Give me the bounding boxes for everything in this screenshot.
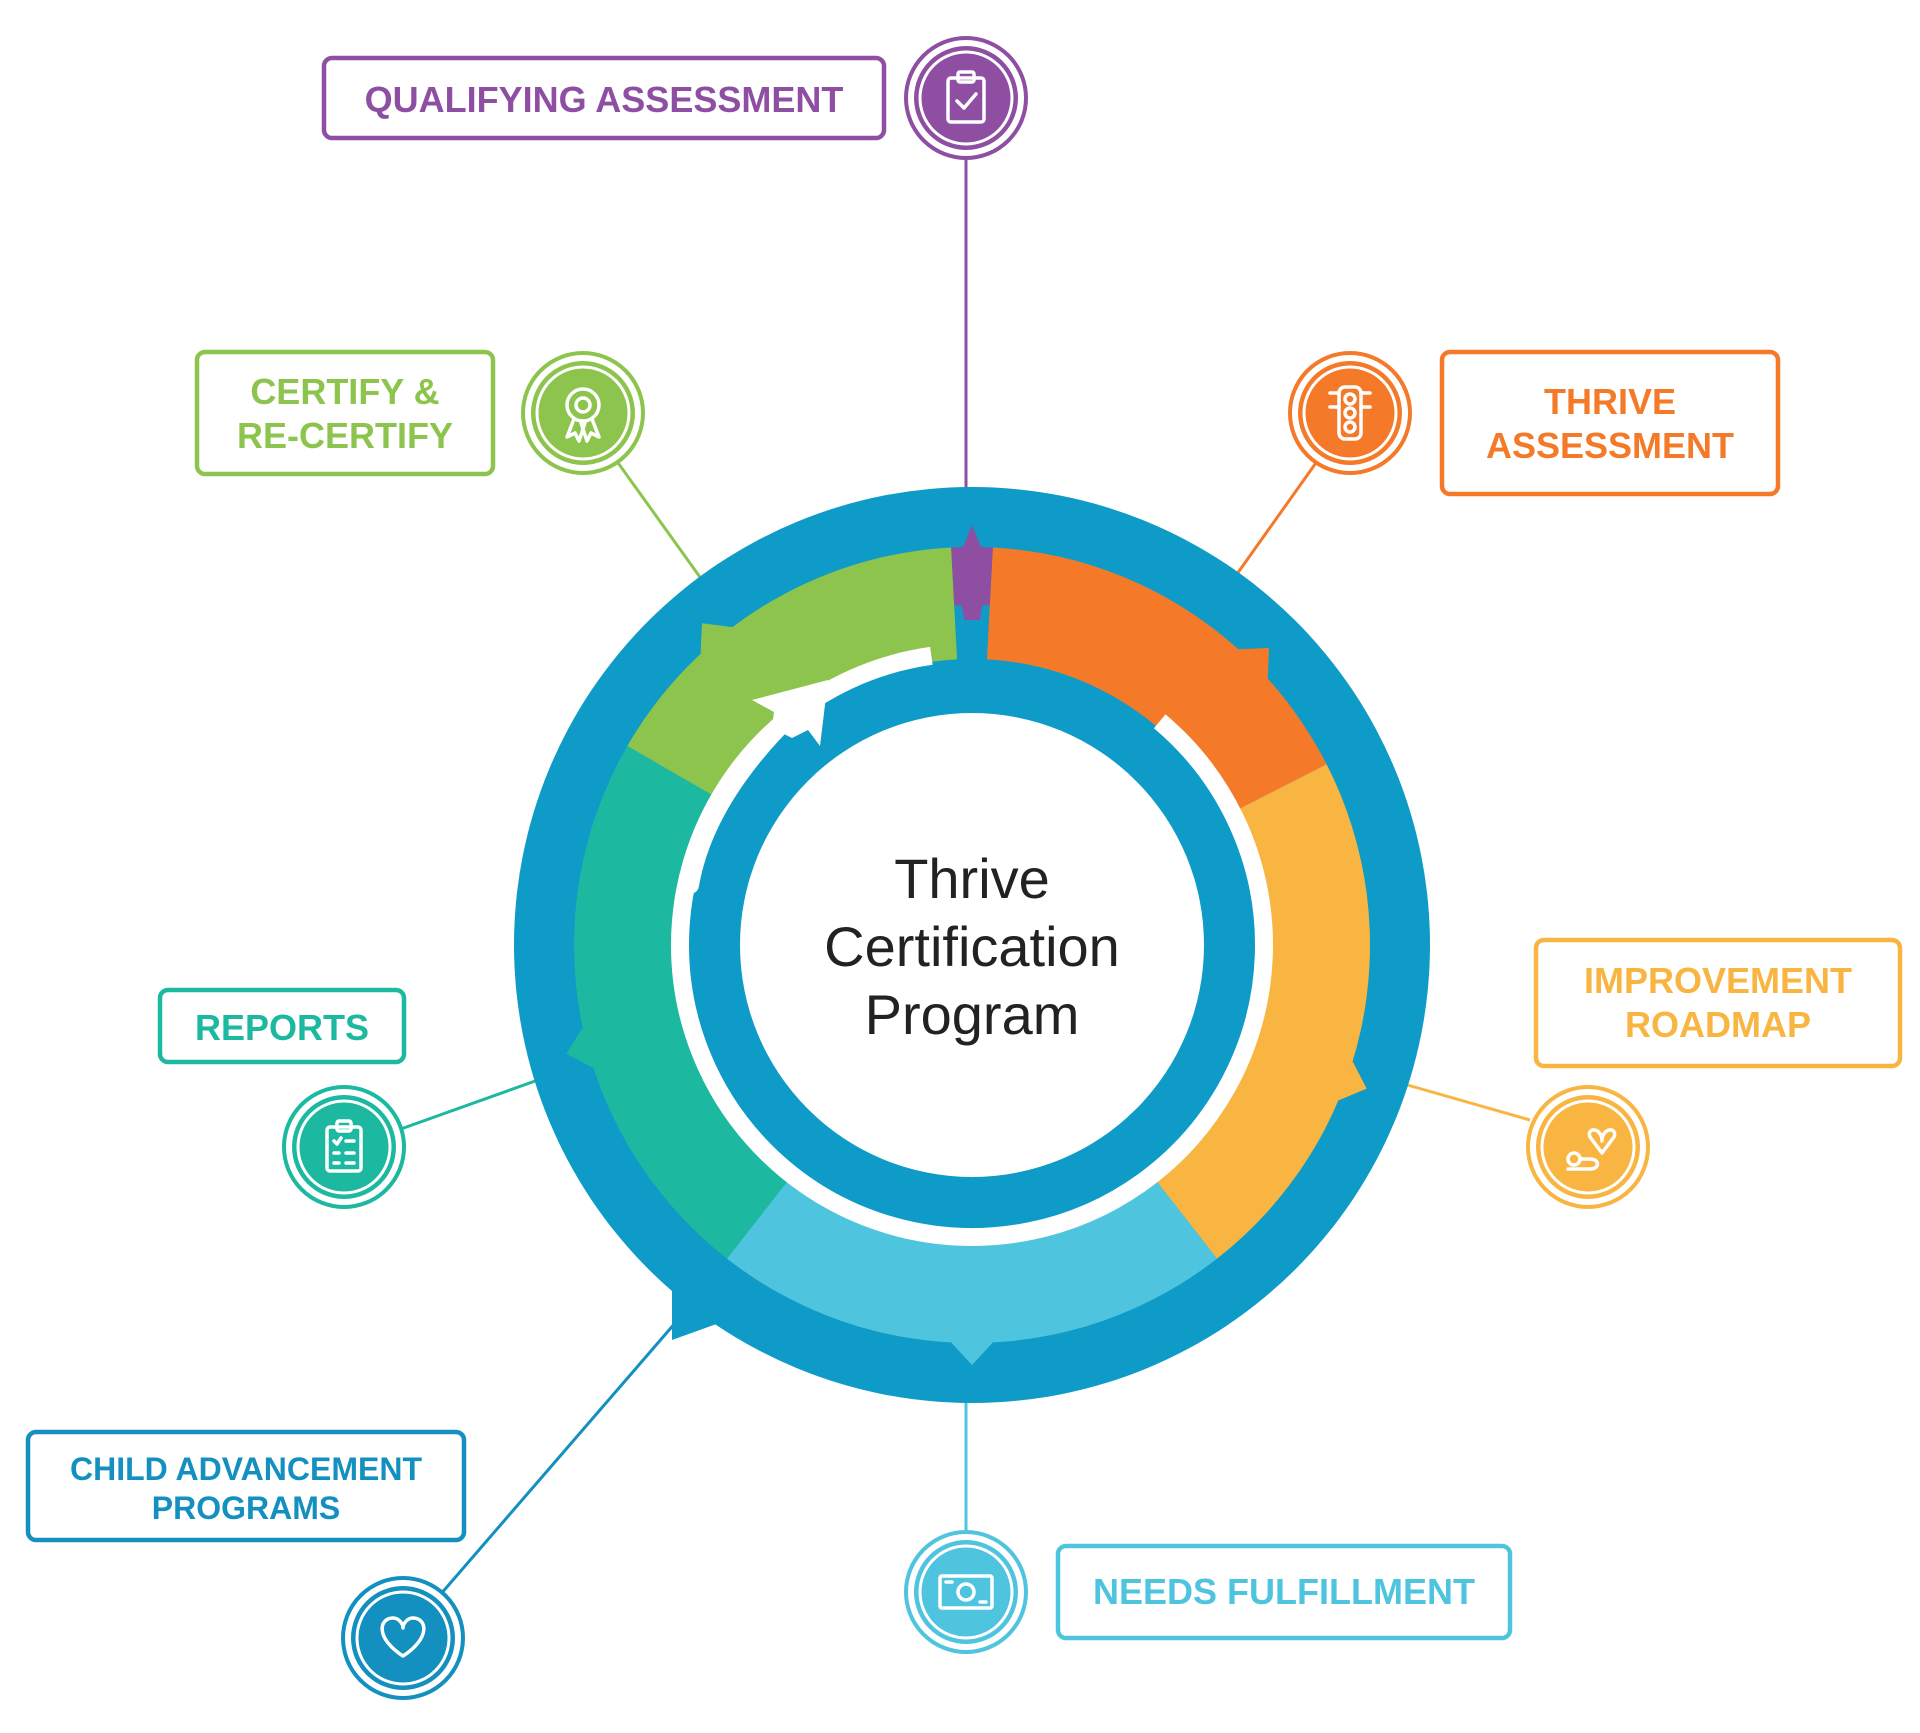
checklist-icon	[325, 1119, 363, 1173]
thrive-assessment-node	[1298, 361, 1402, 465]
center-title: Thrive Certification Program	[824, 847, 1120, 1046]
qualifying-assessment-node-inner-ring	[918, 50, 1014, 146]
cycle-ring	[514, 487, 1430, 1403]
connector-lines	[397, 150, 1531, 1596]
traffic-light-icon	[1328, 385, 1372, 441]
certify-re-certify-label-line-1: CERTIFY &	[250, 371, 439, 412]
child-advancement-programs-label-line-1: CHILD ADVANCEMENT	[70, 1451, 422, 1487]
reports-node	[292, 1095, 396, 1199]
child-advancement-programs-label-line-2: PROGRAMS	[152, 1490, 340, 1526]
certify-re-certify-group: CERTIFY &RE-CERTIFY	[194, 349, 645, 477]
needs-fulfillment-label-box	[1055, 1543, 1513, 1641]
improvement-roadmap-label-box	[1533, 937, 1903, 1069]
segment-tick	[1238, 648, 1269, 679]
needs-fulfillment-node	[914, 1540, 1018, 1644]
money-icon	[938, 1574, 994, 1610]
route-icon	[1566, 1128, 1617, 1171]
center-disk	[740, 713, 1204, 1177]
segment-certify	[627, 547, 958, 802]
needs-fulfillment-label-line-1: NEEDS FULFILLMENT	[1093, 1571, 1475, 1612]
segment-tick	[1338, 1061, 1367, 1101]
reports-node-inner-ring	[296, 1099, 392, 1195]
segment-tick	[566, 1027, 594, 1068]
thrive-assessment-label-line-2: ASSESSMENT	[1486, 425, 1734, 466]
reports-group: REPORTS	[157, 987, 407, 1209]
qualifying-pointer	[956, 525, 988, 620]
needs-fulfillment-group: NEEDS FULFILLMENT	[904, 1530, 1513, 1654]
certify-re-certify-node-inner-ring	[535, 365, 631, 461]
qualifying-assessment-label-box	[321, 55, 887, 141]
thrive-assessment-label-line-1: THRIVE	[1544, 381, 1676, 422]
qualifying-assessment-label-line-1: QUALIFYING ASSESSMENT	[365, 79, 844, 120]
improvement-roadmap-node-inner-ring	[1540, 1099, 1636, 1195]
clipboard-check-icon	[946, 70, 986, 124]
child-advancement-programs-node-inner-ring	[355, 1590, 451, 1686]
center-title-line-3: Program	[865, 983, 1080, 1046]
thrive-assessment-node-inner-ring	[1302, 365, 1398, 461]
cycle-arrow-tail	[681, 707, 799, 894]
qualifying-assessment-group: QUALIFYING ASSESSMENT	[321, 36, 1028, 160]
qualifying-assessment-node	[914, 46, 1018, 150]
award-ribbon-icon	[565, 387, 601, 443]
certify-re-certify-label-line-2: RE-CERTIFY	[237, 415, 453, 456]
reports-label-box	[157, 987, 407, 1065]
improvement-roadmap-node	[1536, 1095, 1640, 1199]
segment-thrive-assessment	[986, 547, 1327, 816]
child-advancement-programs-label-box	[25, 1429, 467, 1543]
segment-tick	[700, 623, 733, 654]
improvement-roadmap-label-line-2: ROADMAP	[1625, 1004, 1811, 1045]
child-advancement-programs-connector	[438, 1321, 678, 1596]
center-title-line-1: Thrive	[894, 847, 1050, 910]
segment-tick	[951, 1342, 993, 1365]
heart-icon	[380, 1616, 426, 1658]
needs-fulfillment-node-inner-ring	[918, 1544, 1014, 1640]
center-title-line-2: Certification	[824, 915, 1120, 978]
child-advancement-programs-node	[351, 1586, 455, 1690]
improvement-roadmap-label-line-1: IMPROVEMENT	[1584, 960, 1852, 1001]
child-callout-notch	[672, 1290, 722, 1340]
thrive-assessment-label-box	[1439, 349, 1781, 497]
certify-re-certify-label-box	[194, 349, 496, 477]
reports-label-line-1: REPORTS	[195, 1007, 369, 1048]
